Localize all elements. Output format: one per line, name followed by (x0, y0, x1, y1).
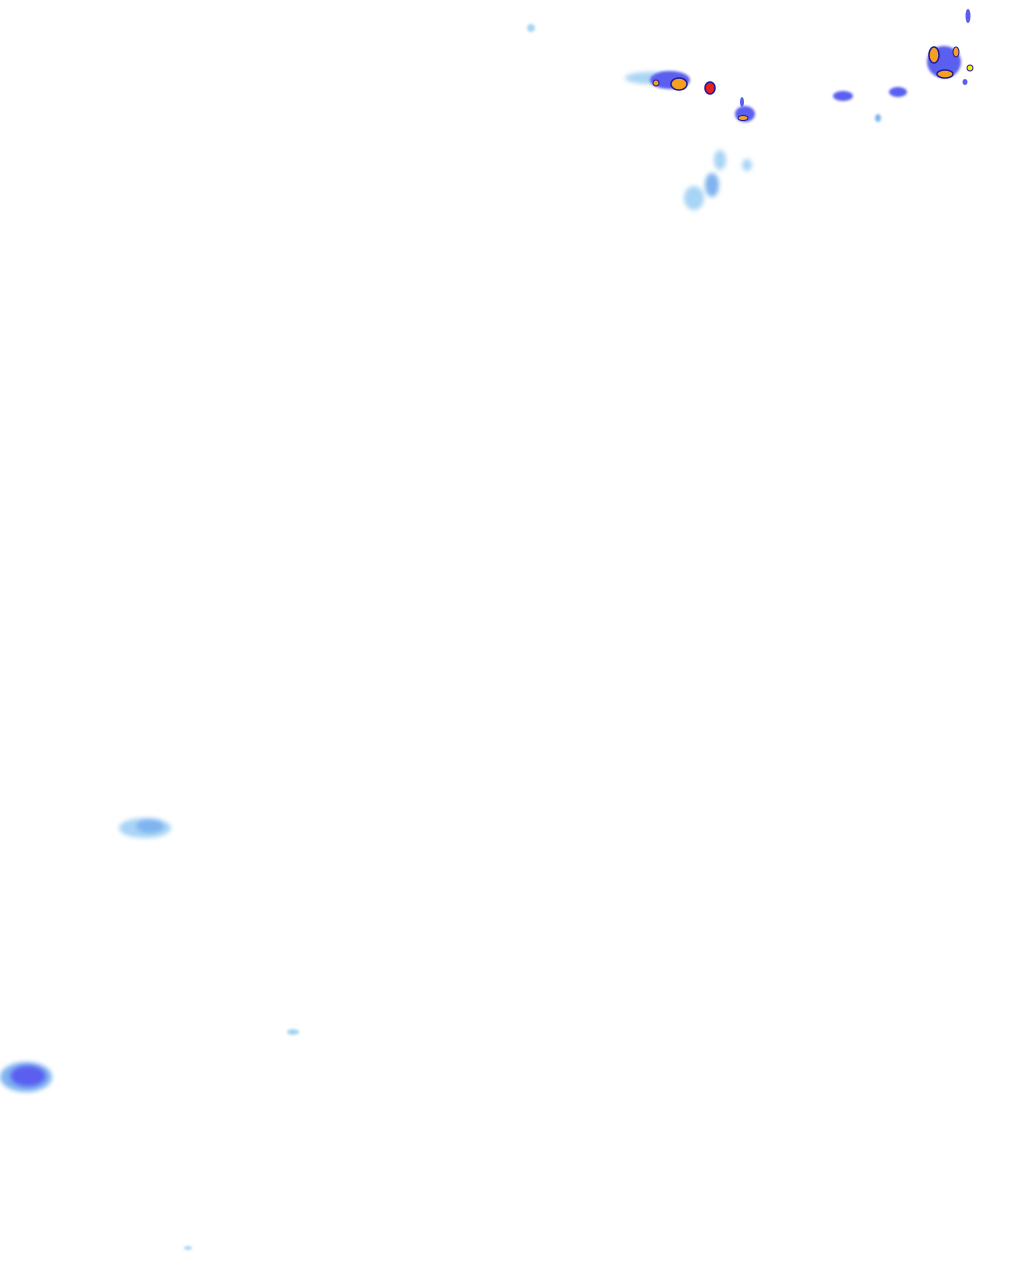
storm-cell-north-center (625, 71, 716, 95)
precip-cell-south-west (0, 1062, 52, 1092)
precip-cell-south-small (184, 1029, 299, 1250)
precip-cell-north-small (527, 24, 535, 32)
precip-cell-west-light (119, 818, 171, 838)
rain-band-north-light (684, 150, 752, 210)
storm-cell-north-east-small (735, 97, 755, 122)
precip-cells-north-east (833, 87, 907, 122)
storm-cell-far-north-east (927, 9, 974, 85)
